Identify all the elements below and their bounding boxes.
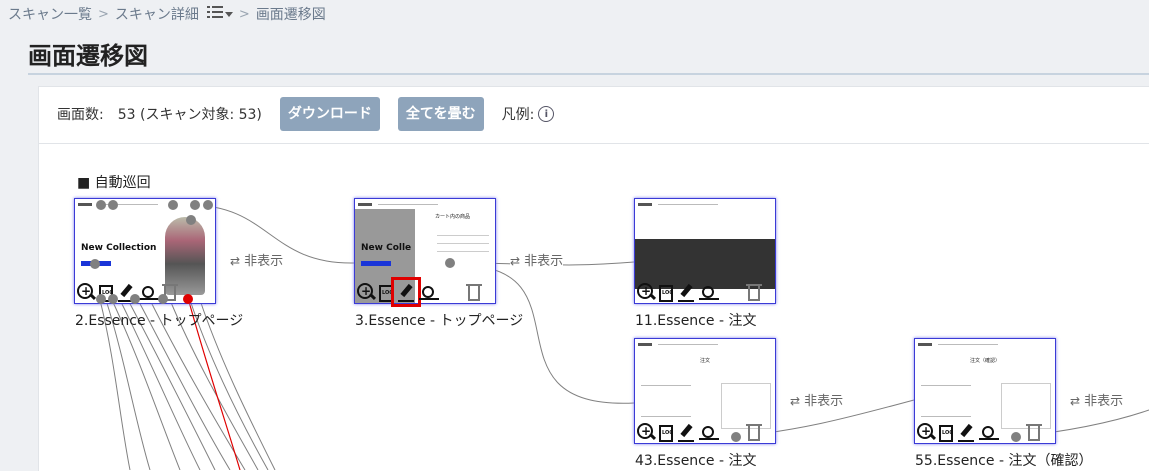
hide-label: 非表示 xyxy=(804,394,844,409)
swap-arrows-icon: ⇄ xyxy=(790,394,801,408)
trash-icon[interactable] xyxy=(1026,422,1042,442)
pen-icon[interactable] xyxy=(116,282,136,302)
zoom-in-icon[interactable]: + xyxy=(636,422,656,442)
screen-count-value: 53 (スキャン対象: 53) xyxy=(117,107,262,123)
document-icon[interactable]: LOG xyxy=(659,285,673,302)
edge-anchor xyxy=(190,200,200,210)
node-actions: + LOG xyxy=(916,422,1042,442)
hide-toggle-node-2[interactable]: ⇄非表示 xyxy=(230,250,284,269)
screen-count-label: 画面数: xyxy=(57,107,104,123)
node-actions: + LOG xyxy=(356,277,482,307)
edge-anchor xyxy=(445,258,455,268)
menu-icon[interactable] xyxy=(205,6,233,22)
snail-icon[interactable] xyxy=(139,282,159,302)
edge-anchor xyxy=(731,432,741,442)
screen-thumbnail[interactable]: 注文（確認） xyxy=(914,338,1056,444)
zoom-in-icon[interactable]: + xyxy=(636,282,656,302)
snail-icon[interactable] xyxy=(419,282,439,302)
swap-arrows-icon: ⇄ xyxy=(230,254,241,268)
node-label: 55.Essence - 注文（確認） xyxy=(915,453,1093,469)
node-55[interactable]: 注文（確認） + LOG 55.Essence - 注文（確認） xyxy=(914,338,1092,469)
trash-icon[interactable] xyxy=(466,282,482,302)
node-label: 11.Essence - 注文 xyxy=(635,313,757,329)
group-label: ■ 自動巡回 xyxy=(77,175,151,191)
node-label: 43.Essence - 注文 xyxy=(635,453,757,469)
edge-anchor xyxy=(96,200,106,210)
pen-icon[interactable] xyxy=(676,282,696,302)
toolbar: 画面数: 53 (スキャン対象: 53) ダウンロード 全てを畳む 凡例: i xyxy=(57,97,555,131)
hide-label: 非表示 xyxy=(1084,394,1124,409)
legend-label: 凡例: xyxy=(501,107,535,123)
breadcrumb-current: 画面遷移図 xyxy=(255,7,326,23)
swap-arrows-icon: ⇄ xyxy=(510,254,521,268)
node-label: 2.Essence - トップページ xyxy=(75,313,244,329)
breadcrumb-separator: > xyxy=(238,6,250,22)
node-actions: + LOG xyxy=(636,282,762,302)
hide-toggle-node-55[interactable]: ⇄非表示 xyxy=(1070,390,1124,409)
edge-anchor xyxy=(130,294,140,304)
node-43[interactable]: 注文 + LOG 43.Essence - 注文 xyxy=(634,338,776,469)
hide-label: 非表示 xyxy=(244,254,284,269)
snail-icon[interactable] xyxy=(979,422,999,442)
thumbnail-headline: New Collection xyxy=(81,243,157,253)
swap-arrows-icon: ⇄ xyxy=(1070,394,1081,408)
pen-icon[interactable] xyxy=(676,422,696,442)
edge-anchor xyxy=(1011,432,1021,442)
node-label: 3.Essence - トップページ xyxy=(355,313,524,329)
breadcrumb-separator: > xyxy=(98,6,109,22)
zoom-in-icon[interactable]: + xyxy=(916,422,936,442)
edge-anchor xyxy=(203,200,213,210)
document-icon[interactable]: LOG xyxy=(379,285,393,302)
document-icon[interactable]: LOG xyxy=(99,285,113,302)
node-actions: + LOG xyxy=(76,282,178,302)
hide-label: 非表示 xyxy=(524,254,564,269)
edge-anchor xyxy=(108,294,118,304)
node-3[interactable]: New Colle カート内の商品 + LOG 3.Essence - トップペ… xyxy=(354,198,523,329)
edge-anchor xyxy=(108,200,118,210)
info-icon[interactable]: i xyxy=(538,106,555,122)
collapse-all-button[interactable]: 全てを畳む xyxy=(397,97,484,131)
document-icon[interactable]: LOG xyxy=(939,425,953,442)
edge-anchor xyxy=(158,294,168,304)
trash-icon[interactable] xyxy=(746,422,762,442)
breadcrumb-scan-list[interactable]: スキャン一覧 xyxy=(8,7,92,23)
pen-icon[interactable] xyxy=(956,422,976,442)
thumbnail-headline: 注文 xyxy=(699,358,710,364)
thumbnail-headline: 注文（確認） xyxy=(969,358,1000,364)
breadcrumb: スキャン一覧 > スキャン詳細 > 画面遷移図 xyxy=(8,4,326,24)
node-2[interactable]: New Collection + LOG 2.Essence - トップページ xyxy=(74,198,243,329)
document-icon[interactable]: LOG xyxy=(659,425,673,442)
pen-icon[interactable] xyxy=(391,277,421,307)
thumbnail-headline: New Colle xyxy=(361,243,412,253)
trash-icon[interactable] xyxy=(162,282,178,302)
edge-anchor xyxy=(90,259,100,269)
edge-anchor-highlighted xyxy=(183,294,193,304)
edge-anchor xyxy=(96,294,106,304)
zoom-in-icon[interactable]: + xyxy=(76,282,96,302)
thumbnail-cart-title: カート内の商品 xyxy=(435,214,471,220)
edge-anchor xyxy=(168,200,178,210)
node-11[interactable]: + LOG 11.Essence - 注文 xyxy=(634,198,776,329)
hide-toggle-node-3[interactable]: ⇄非表示 xyxy=(510,250,564,269)
trash-icon[interactable] xyxy=(746,282,762,302)
page-title: 画面遷移図 xyxy=(28,42,148,70)
breadcrumb-scan-detail[interactable]: スキャン詳細 xyxy=(114,7,199,23)
snail-icon[interactable] xyxy=(699,422,719,442)
hide-toggle-node-43[interactable]: ⇄非表示 xyxy=(790,390,844,409)
download-button[interactable]: ダウンロード xyxy=(279,97,380,131)
zoom-in-icon[interactable]: + xyxy=(356,282,376,302)
toolbar-divider xyxy=(39,143,1149,144)
node-actions: + LOG xyxy=(636,422,762,442)
snail-icon[interactable] xyxy=(699,282,719,302)
title-divider xyxy=(28,73,1149,75)
edge-anchor xyxy=(186,215,196,225)
